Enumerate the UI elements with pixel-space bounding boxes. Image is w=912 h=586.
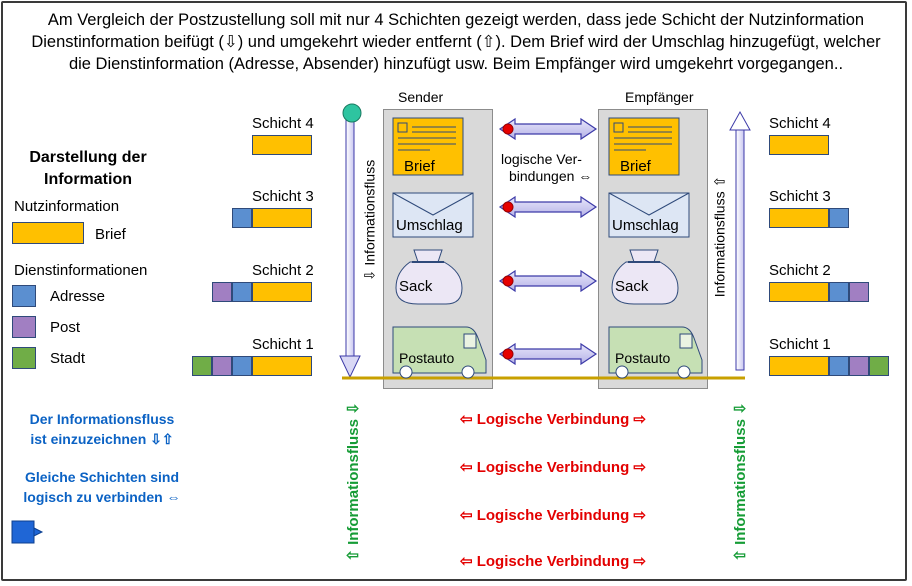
empfaenger-sack-label: Sack bbox=[615, 278, 649, 295]
left-schicht4-label: Schicht 4 bbox=[252, 115, 314, 132]
left-schicht3-label: Schicht 3 bbox=[252, 188, 314, 205]
sender-brief-icon bbox=[392, 117, 464, 176]
sender-sack-label: Sack bbox=[399, 278, 433, 295]
double-arrow-layer4 bbox=[498, 117, 598, 141]
empfaenger-sack-icon bbox=[611, 249, 679, 305]
left-schicht1-label: Schicht 1 bbox=[252, 336, 314, 353]
left-schicht1-stadt bbox=[192, 356, 212, 376]
right-schicht2-nutz bbox=[769, 282, 829, 302]
right-schicht1-adresse bbox=[829, 356, 849, 376]
right-schicht1-stadt bbox=[869, 356, 889, 376]
right-schicht1-nutz bbox=[769, 356, 829, 376]
double-arrow-layer1 bbox=[498, 342, 598, 366]
logische-verbindungen-line1: logische Ver- bbox=[501, 151, 582, 167]
right-schicht4-nutz bbox=[769, 135, 829, 155]
note-layers-line1: Gleiche Schichten sind bbox=[24, 469, 180, 485]
sender-title: Sender bbox=[398, 89, 444, 105]
empfaenger-brief-icon bbox=[608, 117, 680, 176]
legend-nutzinformation-label: Nutzinformation bbox=[14, 198, 120, 215]
green-flow-left: ⇧ Informationsfluss ⇩ bbox=[345, 402, 362, 562]
left-schicht3-adresse bbox=[232, 208, 252, 228]
marker-dot bbox=[502, 348, 514, 360]
left-schicht3-nutz bbox=[252, 208, 312, 228]
left-schicht1-nutz bbox=[252, 356, 312, 376]
note-flow-line1: Der Informationsfluss bbox=[29, 411, 175, 427]
legend-post-swatch bbox=[12, 316, 36, 338]
next-slide-icon bbox=[11, 520, 44, 544]
empfaenger-postauto-label: Postauto bbox=[615, 350, 671, 366]
intro-text: Am Vergleich der Postzustellung soll mit… bbox=[31, 11, 881, 73]
empfaenger-brief-label: Brief bbox=[620, 158, 651, 175]
left-flow-label: ⇩ Informationsfluss bbox=[361, 159, 378, 282]
right-schicht2-adresse bbox=[829, 282, 849, 302]
legend-heading: Darstellung der Information bbox=[29, 149, 147, 188]
right-schicht3-label: Schicht 3 bbox=[769, 188, 831, 205]
legend-adresse-label: Adresse bbox=[50, 288, 106, 305]
right-schicht1-label: Schicht 1 bbox=[769, 336, 831, 353]
right-schicht2-label: Schicht 2 bbox=[769, 262, 831, 279]
right-schicht2-post bbox=[849, 282, 869, 302]
legend-dienstinformationen-label: Dienstinformationen bbox=[14, 262, 148, 279]
sender-postauto-icon bbox=[392, 326, 487, 379]
legend-adresse-swatch bbox=[12, 285, 36, 307]
logische-verbindungen-line2: bindungen ⇔ bbox=[509, 168, 593, 184]
right-schicht4-label: Schicht 4 bbox=[769, 115, 831, 132]
sender-sack-icon bbox=[395, 249, 463, 305]
left-schicht2-label: Schicht 2 bbox=[252, 262, 314, 279]
left-flow-arrow bbox=[339, 103, 362, 379]
left-schicht2-nutz bbox=[252, 282, 312, 302]
sender-postauto-label: Postauto bbox=[399, 350, 455, 366]
right-flow-arrow bbox=[729, 110, 751, 371]
right-schicht3-nutz bbox=[769, 208, 829, 228]
legend-stadt-label: Stadt bbox=[50, 350, 86, 367]
marker-dot bbox=[502, 275, 514, 287]
legend-post-label: Post bbox=[50, 319, 81, 336]
legend-brief-swatch bbox=[12, 222, 84, 244]
left-schicht1-post bbox=[212, 356, 232, 376]
right-schicht1-post bbox=[849, 356, 869, 376]
logic-connection-2: ⇦ Logische Verbindung ⇨ bbox=[460, 459, 646, 476]
double-arrow-layer3 bbox=[498, 195, 598, 219]
left-schicht4-nutz bbox=[252, 135, 312, 155]
logic-connection-1: ⇦ Logische Verbindung ⇨ bbox=[460, 411, 646, 428]
right-flow-label: Informationsfluss ⇧ bbox=[711, 175, 728, 298]
green-flow-right: ⇧ Informationsfluss ⇩ bbox=[732, 402, 749, 562]
empfaenger-title: Empfänger bbox=[625, 89, 694, 105]
left-schicht2-adresse bbox=[232, 282, 252, 302]
logic-connection-4: ⇦ Logische Verbindung ⇨ bbox=[460, 553, 646, 570]
left-schicht2-post bbox=[212, 282, 232, 302]
legend-brief-label: Brief bbox=[95, 226, 126, 243]
right-schicht3-adresse bbox=[829, 208, 849, 228]
empfaenger-umschlag-label: Umschlag bbox=[612, 217, 679, 234]
sender-brief-label: Brief bbox=[404, 158, 435, 175]
marker-dot bbox=[502, 123, 514, 135]
note-layers-line2: logisch zu verbinden ⇔ bbox=[23, 489, 181, 505]
note-flow-line2: ist einzuzeichnen ⇩⇧ bbox=[30, 431, 174, 447]
legend-stadt-swatch bbox=[12, 347, 36, 369]
sender-umschlag-label: Umschlag bbox=[396, 217, 463, 234]
empfaenger-umschlag-icon bbox=[608, 192, 690, 238]
marker-dot bbox=[502, 201, 514, 213]
empfaenger-postauto-icon bbox=[608, 326, 703, 379]
left-schicht1-adresse bbox=[232, 356, 252, 376]
sender-umschlag-icon bbox=[392, 192, 474, 238]
start-dot bbox=[342, 103, 362, 123]
double-arrow-layer2 bbox=[498, 269, 598, 293]
logic-connection-3: ⇦ Logische Verbindung ⇨ bbox=[460, 507, 646, 524]
